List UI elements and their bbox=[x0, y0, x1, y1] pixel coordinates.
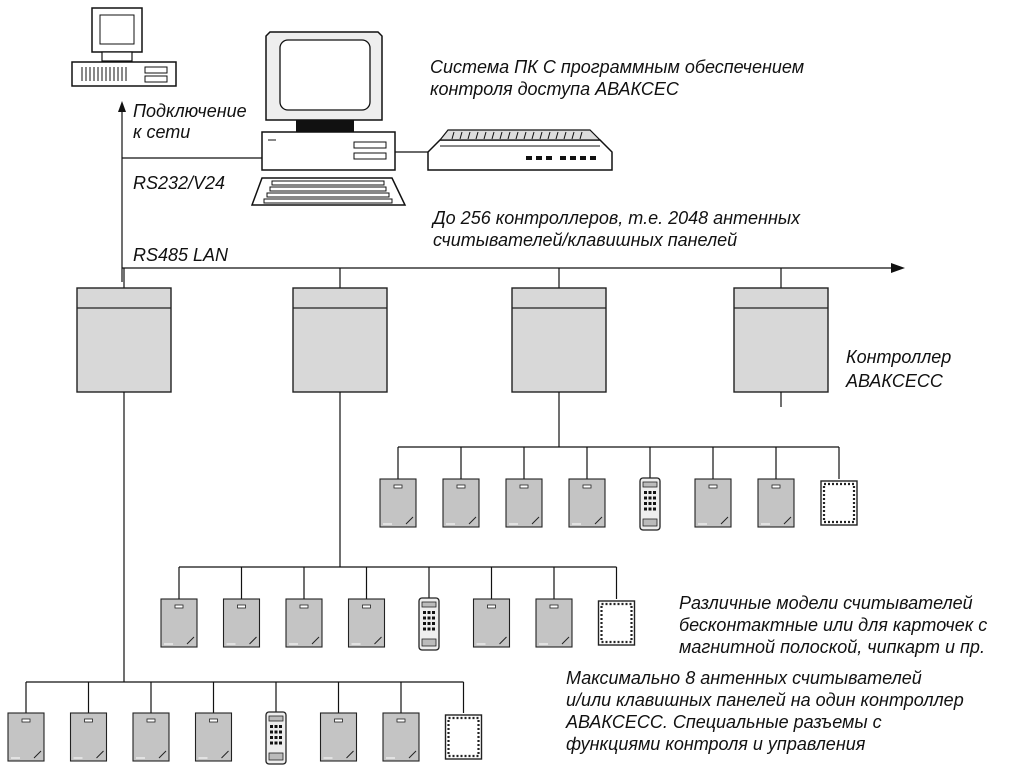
card-reader-icon bbox=[319, 712, 358, 762]
network-computer-icon bbox=[71, 7, 177, 87]
antenna-reader-icon bbox=[444, 714, 483, 760]
card-reader-icon bbox=[285, 598, 323, 648]
keypad-icon bbox=[418, 597, 440, 651]
card-reader-icon bbox=[347, 598, 386, 648]
readers-label-line2: бесконтактные или для карточек с bbox=[679, 615, 987, 635]
keypad-icon bbox=[265, 711, 287, 765]
pc-system-label-line2: контроля доступа АВАКСЕС bbox=[430, 79, 680, 99]
controller-icon bbox=[733, 287, 829, 393]
max-label-line1: Максимально 8 антенных считывателей bbox=[566, 668, 922, 688]
card-reader-icon bbox=[382, 712, 420, 762]
controllers-group bbox=[76, 268, 829, 407]
network-label-line1: Подключение bbox=[133, 101, 247, 121]
card-reader-icon bbox=[535, 598, 573, 648]
antenna-reader-icon bbox=[597, 600, 636, 646]
keypad-icon bbox=[639, 477, 661, 531]
card-reader-icon bbox=[7, 712, 45, 762]
controller-icon bbox=[292, 287, 388, 393]
capacity-label-line2: считывателей/клавишных панелей bbox=[433, 230, 737, 250]
antenna-reader-icon bbox=[820, 480, 858, 526]
card-reader-icon bbox=[222, 598, 261, 648]
network-label-line2: к сети bbox=[133, 122, 190, 142]
pc-system-label-line1: Система ПК С программным обеспечением bbox=[430, 57, 804, 77]
readers-label-line1: Различные модели считывателей bbox=[679, 593, 973, 613]
card-reader-icon bbox=[505, 478, 543, 528]
rs232-label: RS232/V24 bbox=[133, 173, 225, 193]
capacity-label-line1: До 256 контроллеров, т.е. 2048 антенных bbox=[431, 208, 801, 228]
readers-group bbox=[7, 392, 858, 765]
card-reader-icon bbox=[379, 478, 417, 528]
card-reader-icon bbox=[160, 598, 198, 648]
card-reader-icon bbox=[472, 598, 511, 648]
card-reader-icon bbox=[568, 478, 606, 528]
readers-label-line3: магнитной полоской, чипкарт и пр. bbox=[679, 637, 985, 657]
card-reader-icon bbox=[442, 478, 480, 528]
rs485-label: RS485 LAN bbox=[133, 245, 229, 265]
max-label-line2: и/или клавишных панелей на один контролл… bbox=[566, 690, 964, 710]
pc-workstation-icon bbox=[250, 31, 407, 206]
controller-label-line2: АВАКСЕСС bbox=[845, 371, 944, 391]
card-reader-icon bbox=[694, 478, 732, 528]
controller-icon bbox=[76, 287, 172, 393]
bus-arrow-icon bbox=[891, 263, 905, 273]
card-reader-icon bbox=[132, 712, 170, 762]
card-reader-icon bbox=[194, 712, 233, 762]
max-label-line4: функциями контроля и управления bbox=[566, 734, 866, 754]
printer-icon bbox=[427, 129, 613, 171]
card-reader-icon bbox=[69, 712, 108, 762]
max-label-line3: АВАКСЕСС. Специальные разъемы с bbox=[565, 712, 882, 732]
controller-icon bbox=[511, 287, 607, 393]
controller-label-line1: Контроллер bbox=[846, 347, 951, 367]
card-reader-icon bbox=[757, 478, 795, 528]
